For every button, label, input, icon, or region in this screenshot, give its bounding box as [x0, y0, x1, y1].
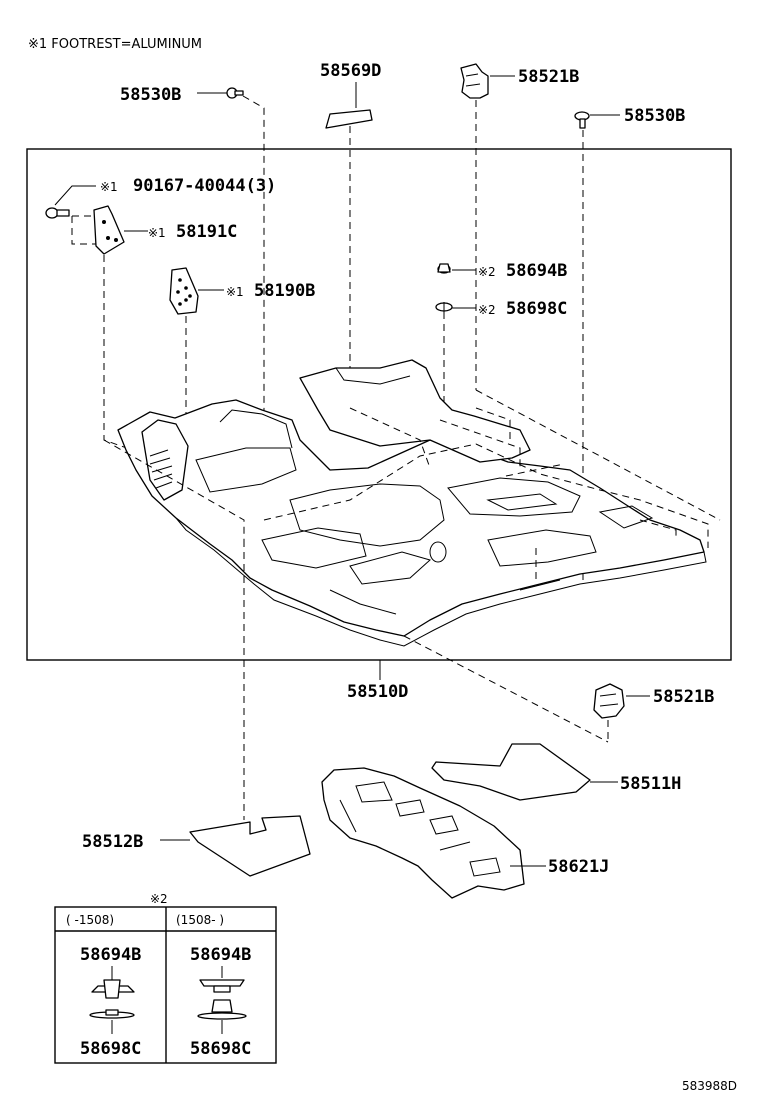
mat-58512b[interactable] [189, 815, 311, 877]
hook-58521b-top[interactable] [460, 63, 489, 99]
diagram-code: 583988D [682, 1079, 737, 1093]
label-58511h: 58511H [620, 774, 681, 794]
mark-58698c: ※2 [478, 303, 496, 317]
clip-58694b[interactable] [437, 263, 451, 274]
inset-col2-bottom: 58698C [190, 1039, 251, 1059]
screw-90167[interactable] [45, 207, 70, 219]
label-58530b-left: 58530B [120, 85, 181, 105]
inset-col1-clip-58698c[interactable] [89, 1009, 135, 1034]
mark-58191c: ※1 [148, 226, 166, 240]
inset-col1-bottom: 58698C [80, 1039, 141, 1059]
mark-90167: ※1 [100, 180, 118, 194]
inset-col2-header: (1508- ) [176, 913, 224, 927]
footnote-aluminum: ※1 FOOTREST=ALUMINUM [28, 37, 202, 52]
label-58569d: 58569D [320, 61, 381, 81]
floor-carpet-58510d[interactable] [117, 359, 707, 647]
clip-58530b-left[interactable] [197, 87, 244, 99]
label-58191c: 58191C [176, 222, 237, 242]
carpet-assembly-frame [26, 148, 732, 661]
label-90167: 90167-40044(3) [133, 176, 276, 196]
label-58521b-bottom: 58521B [653, 687, 714, 707]
clip-58530b-right[interactable] [574, 111, 590, 129]
mark-58190b: ※1 [226, 285, 244, 299]
inset-col2-clip-58698c[interactable] [197, 999, 247, 1034]
inset-title: ※2 [150, 892, 168, 906]
insulator-58621j[interactable] [321, 767, 525, 899]
inset-col1-top: 58694B [80, 945, 141, 965]
label-58512b: 58512B [82, 832, 143, 852]
footrest-58190b[interactable] [169, 267, 199, 315]
label-58698c: 58698C [506, 299, 567, 319]
mat-58511h[interactable] [431, 743, 591, 801]
label-58190b: 58190B [254, 281, 315, 301]
clip-58698c[interactable] [435, 302, 453, 312]
inset-col2-clip-58694b[interactable] [199, 966, 245, 993]
hook-58521b-bottom[interactable] [593, 683, 625, 719]
leader-58530b-left [242, 95, 265, 520]
footrest-58191c[interactable] [93, 205, 125, 255]
inset-col1-header: ( -1508) [66, 913, 114, 927]
mark-58694b: ※2 [478, 265, 496, 279]
cover-58569d[interactable] [325, 109, 373, 129]
inset-col1-clip-58694b[interactable] [91, 966, 135, 999]
label-58510d: 58510D [347, 682, 408, 702]
inset-col2-top: 58694B [190, 945, 251, 965]
label-58694b: 58694B [506, 261, 567, 281]
inset-variants: ※2 ( -1508) (1508- ) 58694B 58698C 58694… [54, 892, 277, 1064]
label-58521b-top: 58521B [518, 67, 579, 87]
label-58621j: 58621J [548, 857, 609, 877]
label-58530b-right: 58530B [624, 106, 685, 126]
